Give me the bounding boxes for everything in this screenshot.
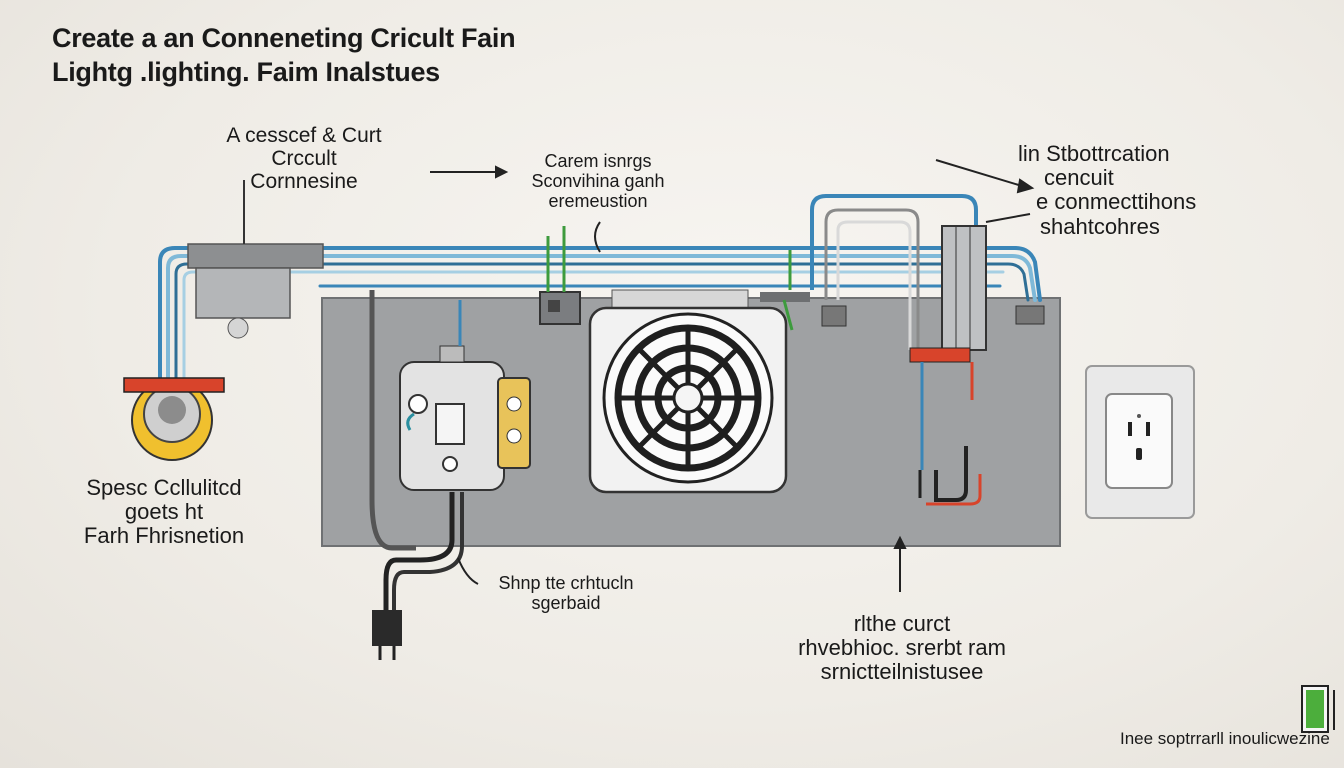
label-right-bottom-line-1: rlthe curct <box>853 611 951 636</box>
light-fixture-icon <box>123 377 225 461</box>
label-center-bottom: Shnp tte crhtucln sgerbaid <box>498 573 634 614</box>
label-top-left: A cesscef & Curt Crccult Cornnesine <box>226 124 381 193</box>
label-top-center-line-3: eremeustion <box>548 190 648 211</box>
label-top-right-line-3: e conmecttihons <box>1036 189 1197 215</box>
label-center-bottom-line-2: sgerbaid <box>531 592 601 613</box>
label-top-left-line-3: Cornnesine <box>250 170 358 194</box>
plug-icon <box>372 610 402 660</box>
breaker-wires <box>918 362 982 506</box>
label-right-bottom: rlthe curct rhvebhioc. srerbt ram srnict… <box>798 611 1006 685</box>
battery-icon <box>1301 685 1335 733</box>
terminal-connector-left <box>539 226 581 325</box>
label-left-bottom-line-1: Spesc Ccllulitcd <box>86 475 242 500</box>
label-right-bottom-line-2: rhvebhioc. srerbt ram <box>798 635 1006 661</box>
label-top-right-line-1: lin Stbottrcation <box>1018 141 1170 166</box>
label-center-bottom-line-1: Shnp tte crhtucln <box>498 573 634 593</box>
label-top-left-line-2: Crccult <box>271 147 337 171</box>
label-top-right-line-4: shahtcohres <box>1040 213 1160 239</box>
label-top-right: lin Stbottrcation cencuit e conmecttihon… <box>1018 141 1197 239</box>
outlet-icon <box>1085 365 1195 519</box>
fan-icon <box>588 289 788 494</box>
label-top-center-line-2: Sconvihina ganh <box>531 170 665 191</box>
annotation-arrows <box>430 159 1035 592</box>
right-loop-wires <box>810 194 978 350</box>
title-line-2: Lightg .lighting. Faim Inalstues <box>52 57 440 87</box>
junction-box-icon <box>187 180 324 339</box>
footer-caption: Inee soptrrarll inoulicwezine <box>1120 729 1330 748</box>
terminal-connector-right <box>760 250 1045 331</box>
label-left-bottom-line-3: Farh Fhrisnetion <box>83 523 245 549</box>
label-left-bottom-line-2: goets ht <box>124 499 204 525</box>
label-top-left-line-1: A cesscef & Curt <box>226 124 382 147</box>
label-top-center: Carem isnrgs Sconvihina ganh eremeustion <box>531 151 665 211</box>
label-top-center-line-1: Carem isnrgs <box>544 151 652 171</box>
label-left-bottom: Spesc Ccllulitcd goets ht Farh Fhrisneti… <box>83 475 245 549</box>
main-wire-bundle <box>158 246 1042 382</box>
breaker-box <box>909 225 987 363</box>
switch-box-icon <box>399 345 531 491</box>
title-line-1: Create a an Conneneting Cricult Fain <box>52 23 516 53</box>
label-right-bottom-line-3: srnictteilnistusee <box>820 659 984 685</box>
plug-cable <box>369 290 464 612</box>
label-top-right-line-2: cencuit <box>1044 165 1114 191</box>
